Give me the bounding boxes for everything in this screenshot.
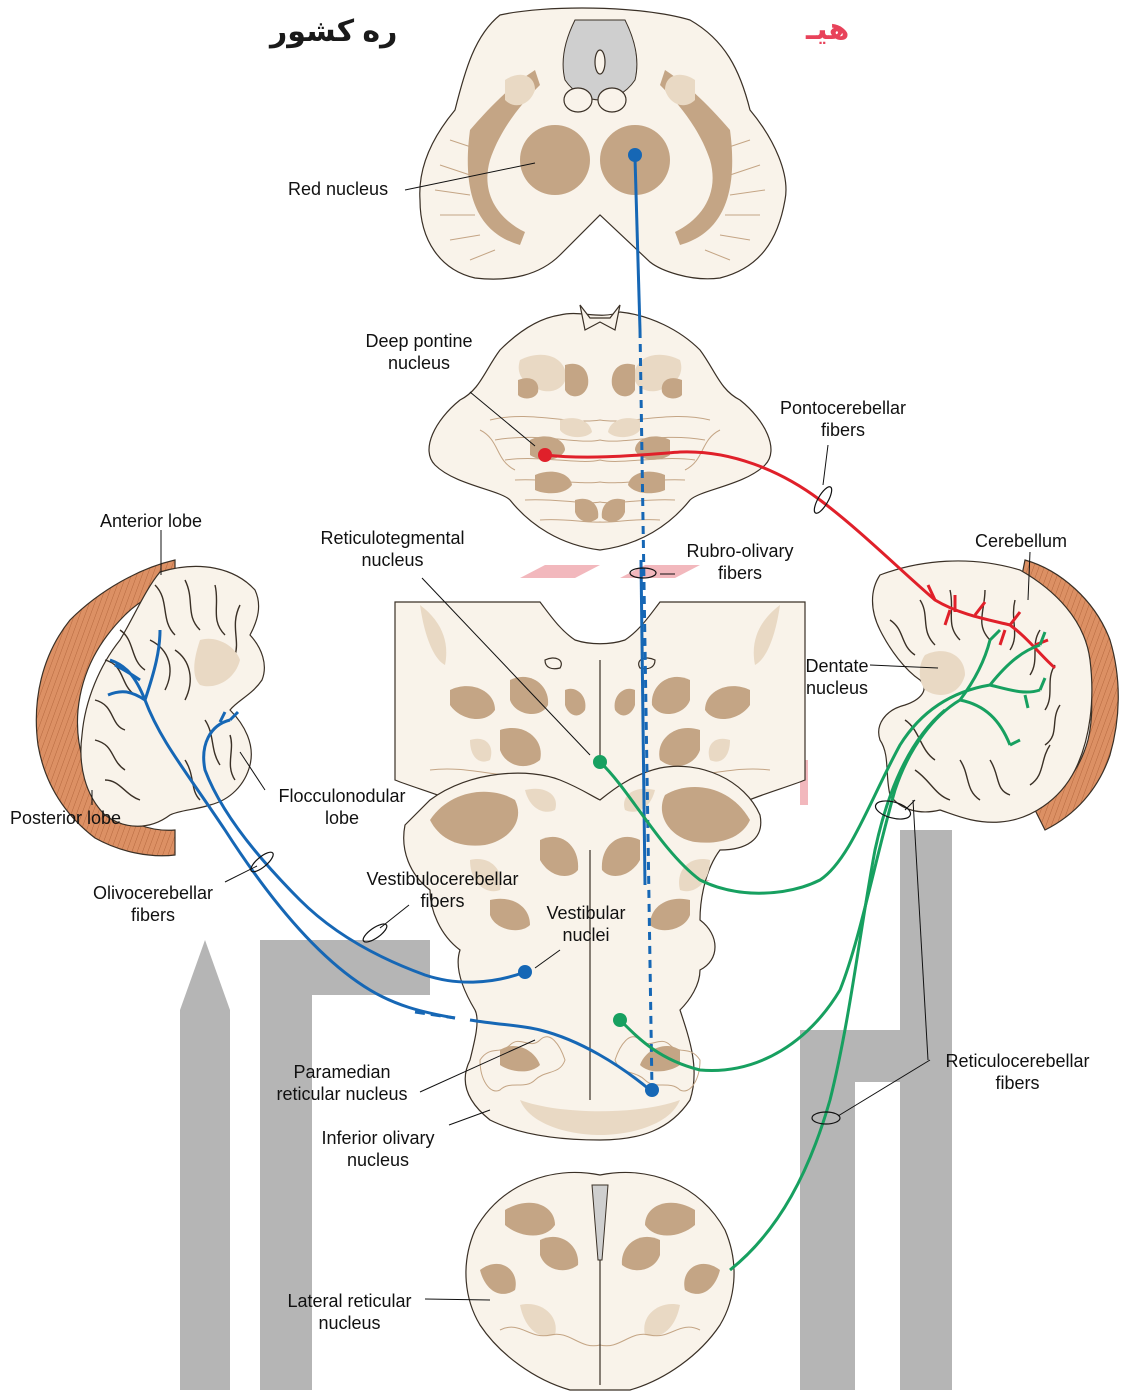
label-cerebellum: Cerebellum <box>975 530 1067 552</box>
label-red-nucleus: Red nucleus <box>288 178 388 200</box>
caudal-medulla-section <box>466 1172 734 1390</box>
label-anterior-lobe: Anterior lobe <box>100 510 202 532</box>
midbrain-section <box>420 8 786 279</box>
watermark-text-right: هیـ <box>806 12 849 47</box>
watermark-text-left: ره کشور <box>270 14 397 49</box>
label-posterior-lobe: Posterior lobe <box>10 807 121 829</box>
lower-medulla-section <box>404 766 761 1140</box>
right-cerebellum-section <box>873 560 1119 830</box>
